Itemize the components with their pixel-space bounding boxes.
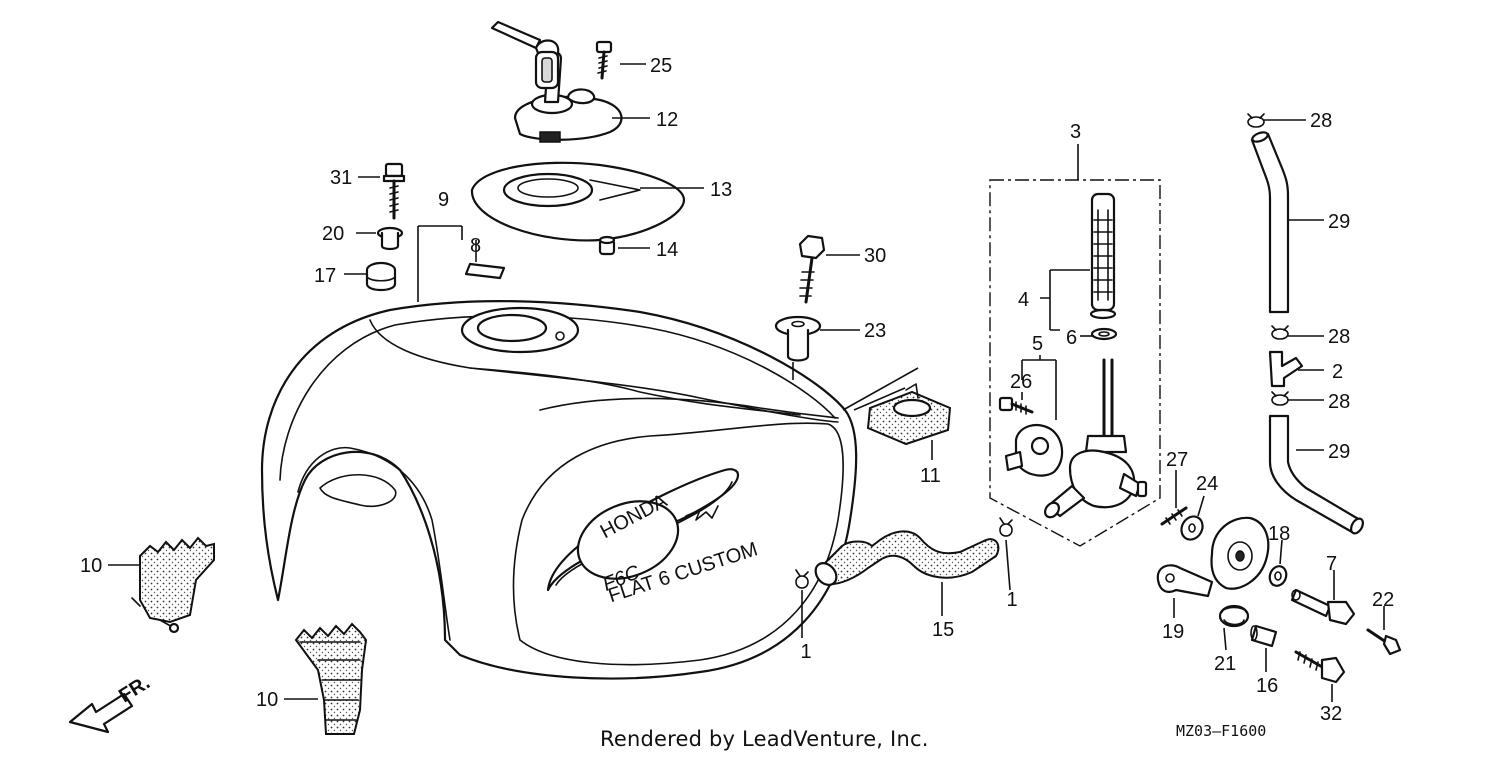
callout-28-lower: 28 <box>1328 391 1350 413</box>
callout-4: 4 <box>1018 289 1029 311</box>
bolt-31 <box>382 162 406 220</box>
hose-clip-1-left <box>795 569 809 589</box>
grommet-17 <box>365 261 397 292</box>
callout-20: 20 <box>322 223 344 245</box>
filler-cover-13 <box>470 161 686 242</box>
fuel-filler-cap <box>513 50 623 143</box>
joint-2 <box>1268 350 1304 388</box>
collar-14 <box>598 235 616 256</box>
collar-20 <box>376 226 404 251</box>
emblem-wing-icon <box>685 505 719 521</box>
heat-guard-10-upper <box>131 536 215 634</box>
callout-25: 25 <box>650 55 672 77</box>
heat-guard-10-lower <box>294 622 368 735</box>
fuel-valve-body <box>1044 358 1148 519</box>
collar-16 <box>1250 624 1278 648</box>
callout-15: 15 <box>932 619 954 641</box>
callout-1-left: 1 <box>800 641 811 663</box>
front-direction-arrow: FR. <box>68 672 154 734</box>
cap-bolt-25 <box>595 40 613 80</box>
clip-28-top <box>1247 113 1265 128</box>
callout-21: 21 <box>1214 653 1236 675</box>
callout-28-middle: 28 <box>1328 326 1350 348</box>
callout-32: 32 <box>1320 703 1342 725</box>
callout-17: 17 <box>314 265 336 287</box>
bolt-30 <box>798 234 826 304</box>
callout-14: 14 <box>656 239 678 261</box>
callout-22: 22 <box>1372 589 1394 611</box>
callout-5: 5 <box>1032 333 1043 355</box>
callout-7: 7 <box>1326 553 1337 575</box>
fuel-cock-lever-5 <box>1004 423 1064 477</box>
bolt-7 <box>1290 588 1356 626</box>
callout-10-lower: 10 <box>256 689 278 711</box>
hose-clip-1-right <box>999 517 1013 537</box>
mount-rubber-11 <box>866 383 952 446</box>
o-ring-6 <box>1090 327 1118 341</box>
callout-18: 18 <box>1268 523 1290 545</box>
callout-3: 3 <box>1070 121 1081 143</box>
bolt-32 <box>1294 650 1346 684</box>
callout-9: 9 <box>438 189 449 211</box>
ignition-keys <box>490 20 560 90</box>
render-credit: Rendered by LeadVenture, Inc. <box>600 727 929 751</box>
callout-2: 2 <box>1332 361 1343 383</box>
fuel-cock-knob-mount <box>1210 516 1270 590</box>
callout-16: 16 <box>1256 675 1278 697</box>
callout-26: 26 <box>1010 371 1032 393</box>
fuel-cock-assy-boundary <box>989 179 1161 547</box>
screw-26 <box>998 396 1034 415</box>
collar-18 <box>1268 565 1288 587</box>
callout-30: 30 <box>864 245 886 267</box>
clip-28-lower <box>1271 391 1289 406</box>
fuel-strainer-4 <box>1089 192 1117 320</box>
fuel-tank: HONDA F6C FLAT 6 CUSTOM <box>260 300 858 680</box>
callout-19: 19 <box>1162 621 1184 643</box>
bracket-19 <box>1156 564 1214 598</box>
hose-29-upper <box>1250 131 1290 314</box>
callout-23: 23 <box>864 320 886 342</box>
callout-labels: 1 1 2 3 4 5 6 7 8 9 10 10 11 12 13 14 15… <box>80 55 1394 725</box>
callout-24: 24 <box>1196 473 1218 495</box>
leader-lines <box>108 63 1385 702</box>
callout-29-lower: 29 <box>1328 441 1350 463</box>
callout-6: 6 <box>1066 327 1077 349</box>
grommet-21 <box>1218 604 1250 628</box>
callout-10-upper: 10 <box>80 555 102 577</box>
callout-1-right: 1 <box>1006 589 1017 611</box>
callout-11: 11 <box>920 465 941 487</box>
callout-8: 8 <box>470 235 481 257</box>
clip-28-middle <box>1271 325 1289 340</box>
bolt-22 <box>1366 628 1402 656</box>
hose-29-lower <box>1268 414 1364 535</box>
mount-cushion-23 <box>774 315 822 362</box>
screw-27 <box>1160 506 1188 526</box>
washer-24 <box>1180 515 1204 541</box>
callout-31: 31 <box>330 167 352 189</box>
callout-29-upper: 29 <box>1328 211 1350 233</box>
rubber-pad-8 <box>464 262 506 280</box>
callout-12: 12 <box>656 109 678 131</box>
callout-28-top: 28 <box>1310 110 1332 132</box>
fuel-hose-15 <box>814 530 1000 586</box>
callout-13: 13 <box>710 179 732 201</box>
diagram-code: MZ03–F1600 <box>1176 722 1267 740</box>
callout-27: 27 <box>1166 449 1188 471</box>
